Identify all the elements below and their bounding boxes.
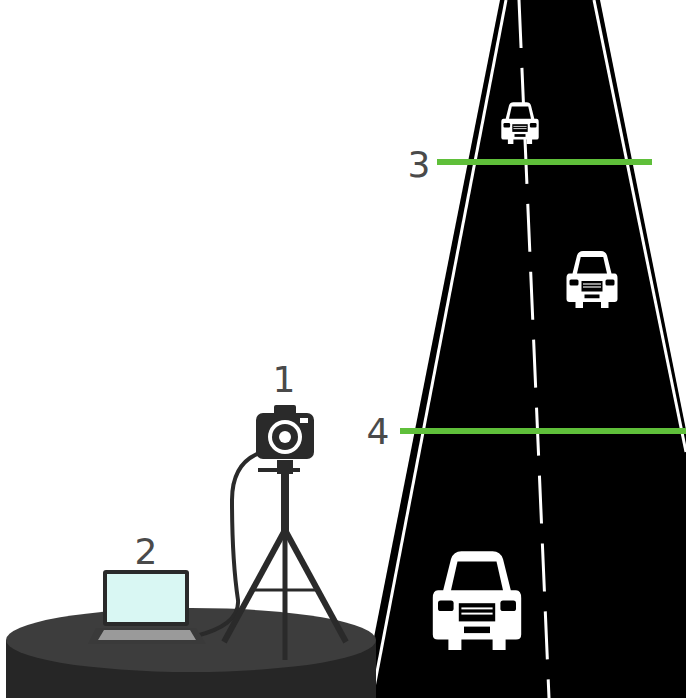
tripod-column [281,474,289,534]
laptop-keyboard [98,630,196,640]
car [433,551,521,650]
camera-lens-ring [268,420,302,454]
laptop-screen [103,570,189,626]
camera-body [256,413,314,459]
callout-number: 4 [367,414,390,450]
callout-number: 3 [408,147,431,183]
callout-number: 1 [273,362,296,398]
tripod-brace [254,589,316,592]
road-edge-line [594,0,686,452]
laptop-display [107,574,185,622]
camera-lens [272,424,298,450]
camera-lens-glass [279,431,291,443]
tripod-leg [224,530,285,642]
tripod-leg [285,530,346,642]
detection-line [437,159,652,165]
detection-line [400,428,686,434]
platform-top [6,608,376,672]
car [501,102,538,144]
road [362,0,686,698]
cable [196,452,262,636]
car [567,251,618,308]
laptop-base [88,628,206,644]
callout-number: 2 [135,534,158,570]
tripod-leg [283,530,288,660]
tripod-handle [258,468,300,472]
camera-flash [300,418,308,423]
